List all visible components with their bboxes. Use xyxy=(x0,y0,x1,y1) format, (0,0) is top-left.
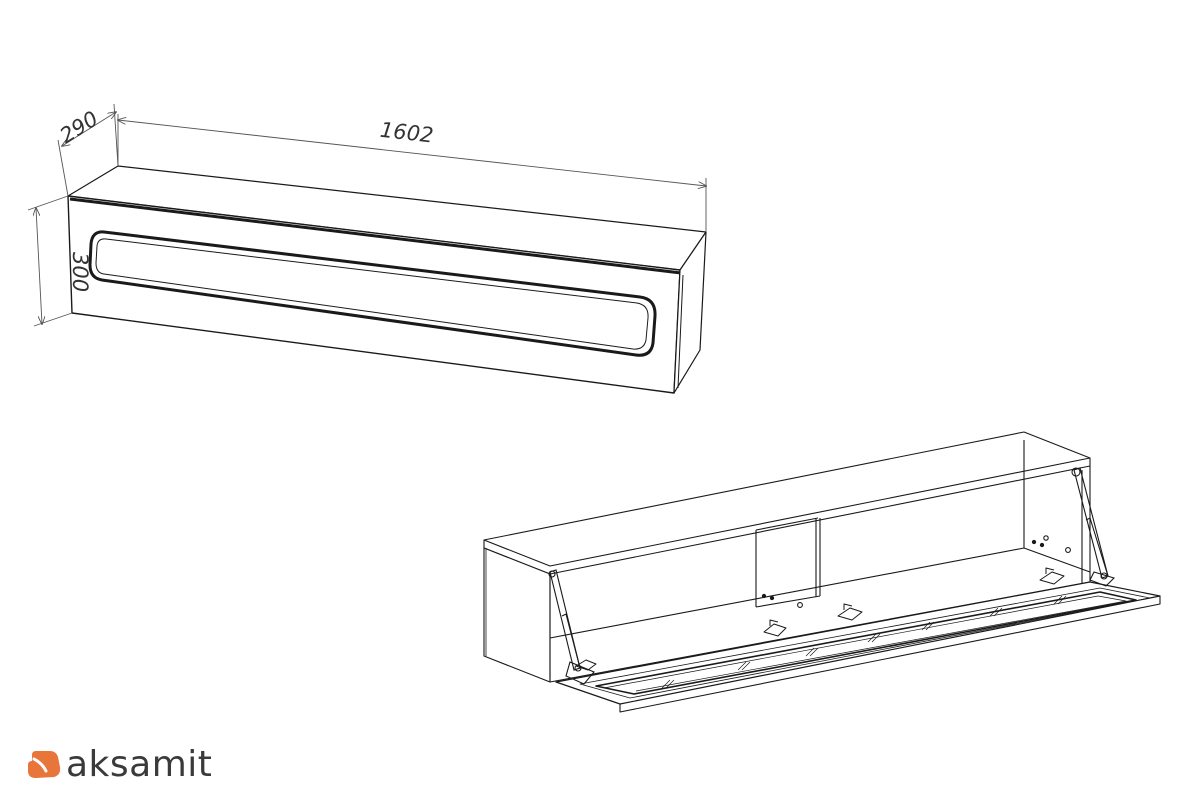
lowered-flap-door xyxy=(555,567,1161,713)
closed-cabinet xyxy=(67,165,707,394)
height-dimension-line xyxy=(36,208,42,324)
brand-logo: aksamit xyxy=(24,742,212,788)
cabinet-right-side xyxy=(673,231,707,394)
front-recessed-panel xyxy=(88,230,657,357)
open-cabinet-top xyxy=(483,431,1091,567)
flap-hinges xyxy=(575,567,1065,671)
aksamit-logo-icon xyxy=(28,751,61,778)
left-gas-strut xyxy=(549,569,581,671)
flap-glass-panel xyxy=(595,591,1137,695)
open-cabinet xyxy=(483,431,1091,683)
depth-dimension-line xyxy=(62,112,116,146)
dimension-lines xyxy=(27,103,706,327)
gas-struts xyxy=(548,467,1116,685)
width-dimension-line xyxy=(118,120,706,186)
height-dimension-label: 300 xyxy=(68,252,92,292)
brand-name: aksamit xyxy=(66,744,213,785)
depth-dimension-label: 290 xyxy=(56,106,103,148)
middle-divider xyxy=(755,517,821,607)
open-cabinet-left-side xyxy=(483,547,551,683)
width-dimension-label: 1602 xyxy=(379,118,435,148)
